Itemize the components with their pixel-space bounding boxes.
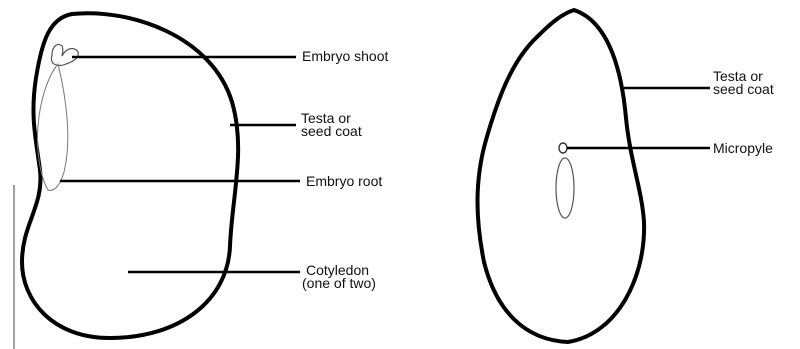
label-embryo-root: Embryo root bbox=[306, 175, 382, 188]
label-testa-right-line2: seed coat bbox=[713, 83, 774, 96]
label-micropyle: Micropyle bbox=[713, 142, 773, 155]
embryo-shoot-shape bbox=[51, 44, 78, 65]
micropyle-shape bbox=[559, 143, 567, 153]
label-cotyledon-line2: (one of two) bbox=[302, 277, 376, 290]
hilum-shape bbox=[556, 158, 574, 218]
right-seed bbox=[478, 10, 711, 342]
left-seed-testa-outline bbox=[22, 13, 238, 338]
label-embryo-shoot: Embryo shoot bbox=[302, 50, 388, 63]
left-seed bbox=[22, 13, 300, 338]
right-seed-testa-outline bbox=[478, 10, 645, 342]
label-testa-left-line2: seed coat bbox=[301, 125, 362, 138]
